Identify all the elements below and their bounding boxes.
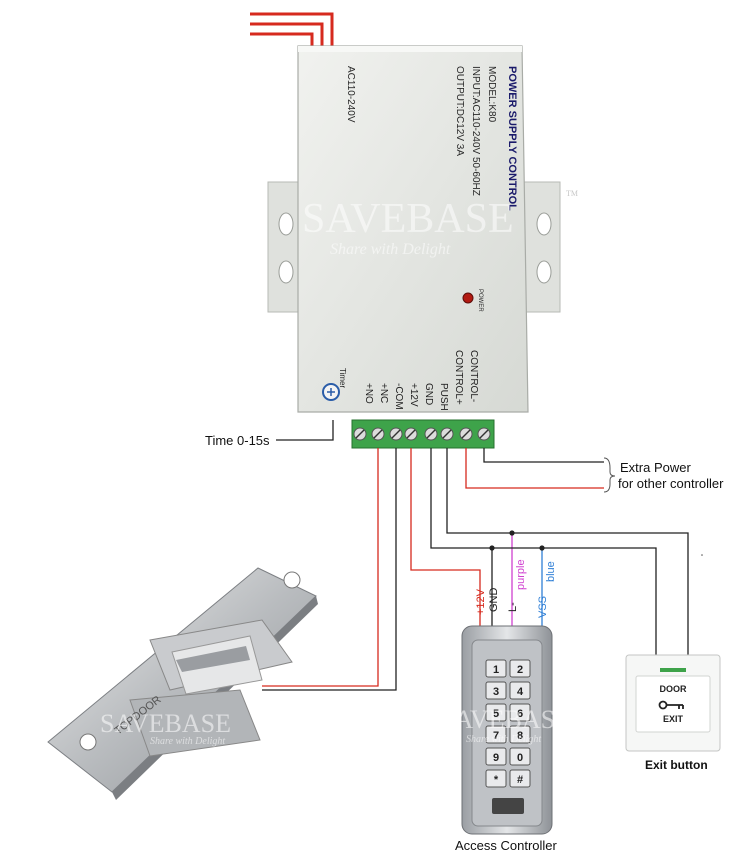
psu-ac-label: AC110-240V — [345, 66, 356, 123]
watermark-brand-lock: SAVEBASE — [100, 709, 231, 738]
keypad-key-label: 0 — [517, 752, 523, 764]
keypad-key-label: 8 — [517, 730, 523, 742]
keypad-key-label: 9 — [493, 752, 499, 764]
keypad-key[interactable] — [509, 659, 531, 678]
terminal-screw-slot — [355, 429, 365, 439]
terminal-label-gnd: GND — [423, 383, 434, 405]
terminal-label-nc: +NC — [378, 383, 389, 403]
keypad-key[interactable] — [509, 703, 531, 722]
wire-label-purple: purple — [515, 559, 527, 590]
terminal-screw-slot — [442, 429, 452, 439]
keypad-key[interactable] — [485, 681, 507, 700]
watermark-top: SAVEBASE Share with Delight TM — [302, 189, 578, 258]
keypad-key-label: 5 — [493, 708, 499, 720]
exit-button-caption: Exit button — [645, 758, 708, 772]
keypad-key-label: 1 — [493, 664, 499, 676]
keypad-key-label: 7 — [493, 730, 499, 742]
watermark-brand-controller: SAVEBASE — [440, 705, 571, 734]
ac-input-cables — [250, 12, 334, 48]
keypad-key[interactable] — [485, 725, 507, 744]
wire-label-gnd: GND — [488, 588, 500, 613]
keypad-key[interactable] — [509, 747, 531, 766]
psu-output: OUTPUT:DC12V 3A — [454, 66, 465, 156]
keypad-key-label: 4 — [517, 686, 524, 698]
keypad-key[interactable] — [485, 769, 507, 788]
terminal-screw-slot — [373, 429, 383, 439]
keypad-key[interactable] — [509, 681, 531, 700]
keypad-key[interactable] — [509, 769, 531, 788]
terminal-label-no: +NO — [363, 383, 374, 404]
watermark-tagline-controller: Share with Delight — [466, 734, 541, 745]
keypad-key[interactable] — [485, 747, 507, 766]
extra-power-label: Extra Power — [620, 460, 691, 475]
key-icon — [658, 700, 684, 710]
wire-label-l-minus: L- — [507, 602, 519, 612]
time-annotation: Time 0-15s — [205, 433, 270, 448]
terminal-screw-slot — [461, 429, 471, 439]
psu-model: MODEL:K80 — [486, 66, 497, 123]
watermark-brand-top: SAVEBASE — [302, 196, 514, 242]
keypad[interactable]: 1 2 3 4 5 6 7 8 9 0 * # — [485, 659, 531, 788]
watermark-tagline-top: Share with Delight — [330, 241, 451, 258]
terminal-screw-slot — [426, 429, 436, 439]
access-controller-caption: Access Controller — [455, 838, 558, 853]
stray-dot — [701, 554, 703, 556]
terminal-label-12v: +12V — [408, 383, 419, 407]
wire-labels: +12V GND L- purple VSS blue — [475, 559, 557, 618]
keypad-key[interactable] — [485, 659, 507, 678]
watermark-controller: SAVEBASE Share with Delight — [440, 705, 571, 745]
keypad-key-label: # — [517, 774, 523, 786]
exit-button-door-text: DOOR — [660, 684, 688, 694]
psu-title: POWER SUPPLY CONTROL — [506, 66, 518, 211]
keypad-key[interactable] — [509, 725, 531, 744]
wire-label-12v: +12V — [475, 588, 487, 615]
keypad-key[interactable] — [485, 703, 507, 722]
keypad-key-label: 3 — [493, 686, 499, 698]
psu-input: INPUT:AC110-240V 50-60HZ — [470, 66, 481, 196]
watermark-lock: SAVEBASE Share with Delight — [100, 709, 231, 747]
keypad-key-label: 6 — [517, 708, 523, 720]
wires — [262, 420, 689, 691]
keypad-key-label: 2 — [517, 664, 523, 676]
terminal-screw-slot — [479, 429, 489, 439]
exit-button[interactable]: DOOR EXIT — [625, 654, 721, 752]
wire-label-blue: blue — [545, 561, 557, 582]
terminal-labels: +NO +NC -COM +12V GND PUSH CONTROL+ CONT… — [363, 350, 479, 411]
keypad-key-label: * — [494, 774, 499, 786]
power-led-label: POWER — [477, 289, 483, 312]
terminal-label-control-minus: CONTROL- — [468, 350, 479, 402]
terminal-label-push: PUSH — [438, 383, 449, 411]
extra-power-sublabel: for other controller — [618, 476, 724, 491]
watermark-tagline-lock: Share with Delight — [150, 736, 225, 747]
electric-strike-lock: TOPDOOR — [47, 567, 318, 800]
terminal-label-control-plus: CONTROL+ — [453, 350, 464, 405]
timer-label: Timer — [338, 368, 347, 388]
exit-button-exit-text: EXIT — [663, 714, 684, 724]
watermark-tm-top: TM — [566, 189, 578, 198]
terminal-screw-slot — [406, 429, 416, 439]
power-supply-unit: POWER SUPPLY CONTROL MODEL:K80 INPUT:AC1… — [267, 45, 561, 413]
terminal-block — [351, 419, 495, 449]
terminal-screw-slot — [391, 429, 401, 439]
power-led-icon — [462, 292, 474, 304]
terminal-label-com: -COM — [393, 383, 404, 410]
wire-label-vss: VSS — [537, 596, 549, 618]
access-controller[interactable]: 1 2 3 4 5 6 7 8 9 0 * # — [461, 625, 553, 835]
